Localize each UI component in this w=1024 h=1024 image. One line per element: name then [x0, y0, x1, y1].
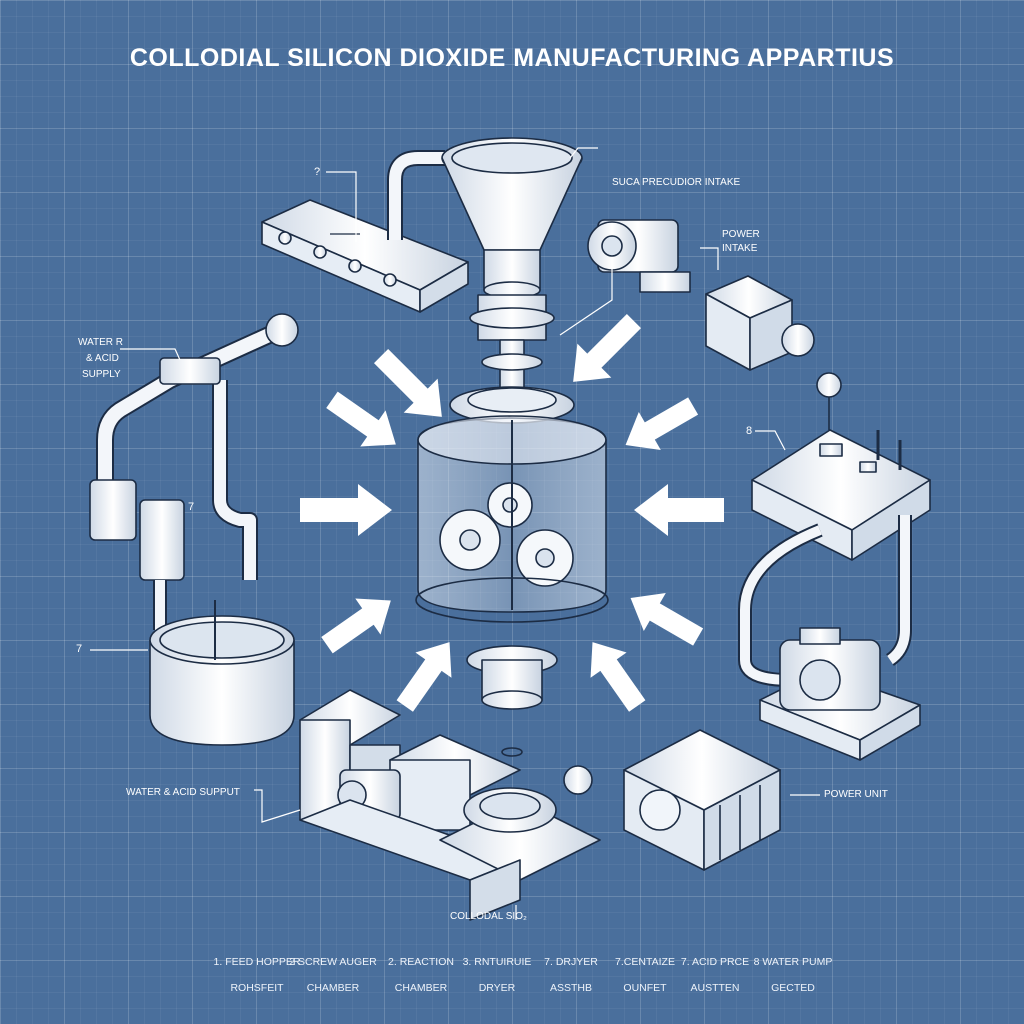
process-arrows — [300, 313, 724, 712]
callout-tank: 7 — [76, 643, 83, 655]
arrow-right — [634, 484, 724, 536]
callout-power-intake-line1: POWER — [722, 229, 760, 240]
arrow-lower-left-1 — [321, 598, 391, 654]
arrow-upper-left-1 — [373, 348, 442, 417]
legend-item-2-line1: 2 SCREW AUGER — [289, 956, 377, 968]
legend-item-7-line1: 7. ACID PRCE — [680, 956, 750, 968]
legend-item-1-line2: ROHSFEIT — [230, 982, 284, 994]
callout-conveyor: ? — [314, 166, 321, 178]
legend-item-3-line2: CHAMBER — [394, 982, 448, 994]
legend-item-7-line2: AUSTTEN — [690, 982, 740, 994]
legend-item-3-line1: 2. REACTION — [388, 956, 454, 968]
control-board — [751, 372, 931, 561]
legend-item-4-line2: DRYER — [478, 982, 516, 994]
callout-seven-left: 7 — [188, 501, 195, 513]
right-motor — [705, 275, 815, 371]
callout-water-supply-line2: & ACID — [86, 353, 119, 364]
water-tank — [149, 600, 295, 746]
top-conveyor — [261, 199, 469, 313]
arrow-left — [300, 484, 392, 536]
legend-item-8-line1: 8 WATER PUMP — [753, 956, 833, 968]
legend-item-8-line2: GECTED — [771, 982, 815, 994]
legend-item-2-line2: CHAMBER — [306, 982, 360, 994]
arrow-lower-left-2 — [396, 642, 452, 712]
legend-item-6-line2: OUNFET — [623, 982, 667, 994]
callout-silica-intake: SUCA PRECUDIOR INTAKE — [612, 177, 741, 188]
legend-item-1-line1: 1. FEED HOPPER — [213, 956, 301, 968]
callout-power-unit: POWER UNIT — [824, 789, 888, 800]
power-intake-motor — [587, 219, 691, 293]
bottom-machine — [299, 689, 521, 881]
callout-water-acid-support: WATER & ACID SUPPUT — [126, 787, 240, 798]
callout-eight: 8 — [746, 425, 753, 437]
callout-power-intake-line2: INTAKE — [722, 243, 758, 254]
legend-item-5-line1: 7. DRJYER — [544, 956, 598, 968]
arrow-lower-right-2 — [590, 642, 646, 712]
callout-water-supply-line3: SUPPLY — [82, 369, 121, 380]
arrow-upper-right-2 — [625, 397, 699, 451]
centrifuge — [439, 765, 601, 921]
legend-item-4-line1: 3. RNTUIRUIE — [462, 956, 532, 968]
arrow-upper-right-1 — [573, 313, 642, 382]
page-title: COLLODIAL SILICON DIOXIDE MANUFACTURING … — [129, 44, 895, 72]
legend-item-6-line1: 7.CENTAIZE — [615, 956, 675, 968]
power-unit — [623, 729, 781, 871]
water-acid-pipework — [89, 313, 299, 630]
generator — [759, 627, 921, 761]
reaction-chamber — [415, 415, 609, 623]
arrow-upper-left-2 — [326, 391, 396, 447]
callout-water-supply-line1: WATER R — [78, 337, 123, 348]
arrow-lower-right-1 — [630, 592, 704, 646]
callout-colloidal-sio2: COLLODAL SiO₂ — [450, 911, 527, 922]
legend-item-5-line2: ASSTHB — [549, 982, 592, 994]
